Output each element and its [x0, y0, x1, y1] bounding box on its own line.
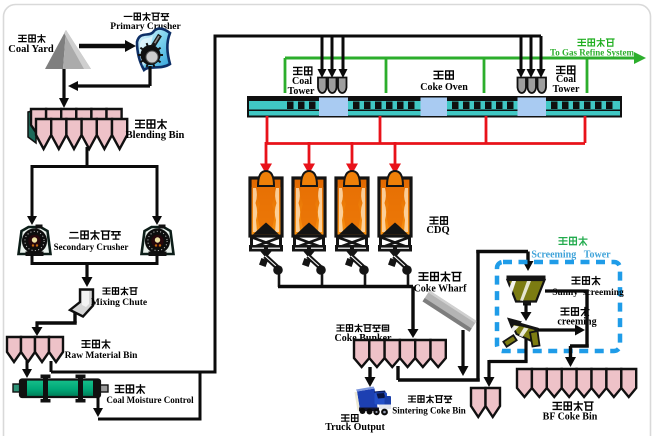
svg-text:Coal: Coal	[556, 74, 576, 85]
svg-text:BF Coke Bin: BF Coke Bin	[543, 412, 598, 423]
svg-text:Sintering Coke Bin: Sintering Coke Bin	[392, 406, 466, 416]
svg-text:Raw Material Bin: Raw Material Bin	[65, 351, 139, 361]
svg-text:Secondary Crusher: Secondary Crusher	[54, 242, 129, 252]
svg-text:To Gas Refine System: To Gas Refine System	[550, 48, 634, 58]
svg-text:Coke Wharf: Coke Wharf	[414, 284, 468, 295]
svg-text:Coke Oven: Coke Oven	[420, 82, 468, 93]
svg-text:Blending Bin: Blending Bin	[126, 130, 185, 141]
svg-text:Tower: Tower	[288, 86, 315, 97]
svg-text:CDQ: CDQ	[426, 225, 449, 236]
svg-text:Truck Output: Truck Output	[325, 422, 385, 433]
svg-text:Coke Bunker: Coke Bunker	[335, 333, 393, 344]
svg-text:Primary Crusher: Primary Crusher	[110, 22, 181, 32]
svg-text:Coal Moisture Control: Coal Moisture Control	[106, 395, 194, 405]
svg-text:Coal Yard: Coal Yard	[8, 44, 54, 55]
svg-text:creeming: creeming	[557, 317, 596, 328]
svg-text:Coal: Coal	[292, 76, 312, 87]
svg-text:Mixing Chute: Mixing Chute	[91, 298, 147, 308]
svg-text:Tower: Tower	[553, 84, 580, 95]
svg-text:Screeming Tower: Screeming Tower	[531, 250, 611, 261]
